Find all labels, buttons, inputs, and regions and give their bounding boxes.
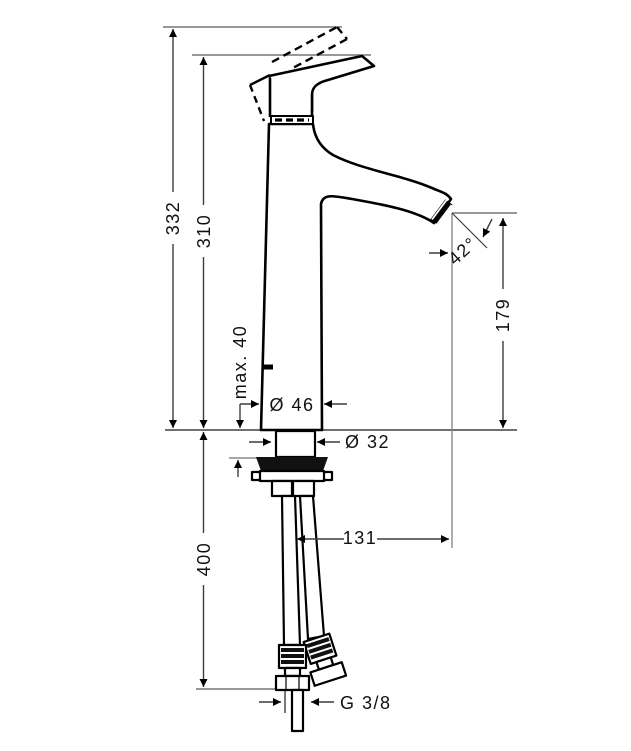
- mounting-assembly: [250, 429, 334, 498]
- dim-shank-diameter-label: Ø 32: [345, 432, 390, 452]
- base-ring: [270, 115, 314, 125]
- dim-max-deck-thickness-label: max. 40: [230, 325, 250, 400]
- lever-raised-bottom-edge: [290, 37, 348, 71]
- body-spout-outline: [259, 122, 453, 432]
- mounting-nut: [256, 457, 328, 471]
- lever-raised-tip-face: [336, 26, 348, 40]
- hose-vertical: [274, 494, 311, 733]
- aerator: [430, 198, 453, 226]
- dim-outlet-height: 179: [493, 289, 513, 341]
- dim-outlet-angle-label: 42°: [444, 233, 481, 269]
- hose-vertical-tube: [280, 494, 302, 647]
- hose-angled-nut: [309, 661, 348, 687]
- supply-hoses: [274, 494, 348, 733]
- lever-pivot-edge: [249, 73, 271, 87]
- hose-vertical-nut: [274, 674, 311, 692]
- dim-spout-top-height: 310: [194, 205, 214, 257]
- hose-connector-right: [291, 479, 316, 498]
- faucet-body: [259, 54, 453, 432]
- lever-raised-top-edge: [271, 25, 338, 64]
- dim-base-diameter-label: Ø 46: [269, 395, 314, 415]
- thread-tube: [290, 688, 305, 733]
- lever-solid: [268, 54, 376, 112]
- dim-outlet-angle: 42°: [444, 233, 481, 269]
- dim-overall-height: 332: [163, 192, 183, 244]
- shank: [274, 429, 317, 459]
- dim-hose-length: 400: [194, 533, 214, 585]
- dim-line-42-leader: [482, 218, 493, 238]
- angle-42-diagonal: [451, 212, 488, 249]
- dim-thread-size-label: G 3/8: [340, 693, 392, 713]
- dim-max-deck-thickness: max. 40: [230, 325, 250, 400]
- hose-connector-left: [270, 479, 294, 498]
- dim-overall-height-label: 332: [163, 201, 183, 236]
- lever-raised-back-edge: [248, 84, 266, 122]
- washer-body: [258, 469, 326, 483]
- lever-raised-dashed: [248, 25, 348, 122]
- dim-spout-top-height-label: 310: [194, 214, 214, 249]
- hose-angled-end: [302, 632, 348, 687]
- reference-lines: [163, 26, 517, 713]
- dim-hose-length-label: 400: [194, 542, 214, 577]
- dimension-lines: [169, 29, 507, 706]
- hose-angled-tube: [298, 494, 326, 641]
- dimension-labels: 332 310 400 179 max. 40 Ø 46 Ø 32 131 G …: [163, 192, 513, 713]
- dim-outlet-reach-label: 131: [343, 528, 378, 548]
- hose-angled: [298, 494, 348, 687]
- dim-outlet-height-label: 179: [493, 298, 513, 333]
